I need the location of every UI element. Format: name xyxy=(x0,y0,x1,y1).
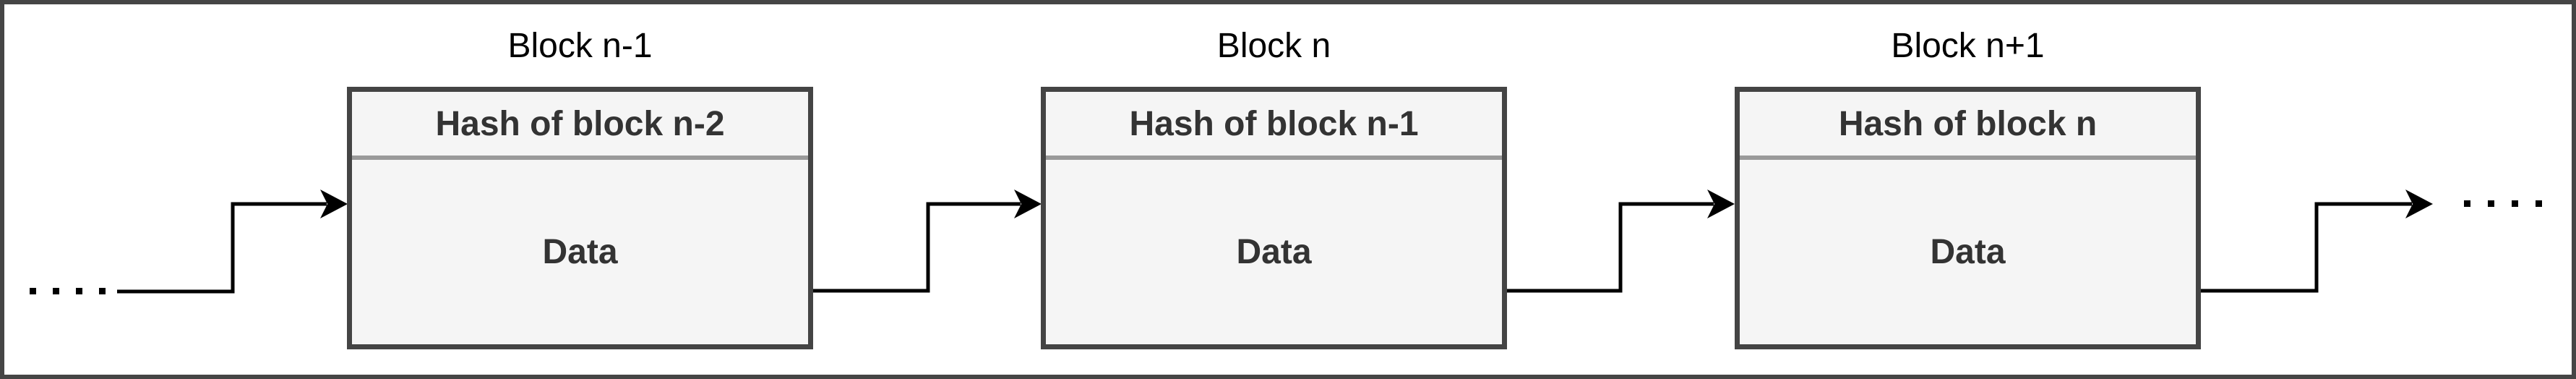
block-hash-header: Hash of block n-2 xyxy=(352,92,808,160)
connector-arrow-n-1-to-n xyxy=(813,190,1042,293)
arrowhead-icon xyxy=(1014,190,1042,218)
block-title-n-plus-1: Block n+1 xyxy=(1891,27,2045,65)
block-hash-header: Hash of block n-1 xyxy=(1046,92,1502,160)
block-title-n-1: Block n-1 xyxy=(507,27,653,65)
connector-arrow-into-block-n-1 xyxy=(117,190,348,294)
ellipsis-dots-right-icon xyxy=(2464,200,2542,207)
block-n-plus-1: Hash of block n Data xyxy=(1735,87,2201,349)
block-data-body: Data xyxy=(1236,233,1312,271)
block-data-body: Data xyxy=(542,233,618,271)
block-data-body: Data xyxy=(1930,233,2006,271)
block-title-n: Block n xyxy=(1216,27,1331,65)
block-n: Hash of block n-1 Data xyxy=(1041,87,1507,349)
block-hash-header: Hash of block n xyxy=(1740,92,2196,160)
connector-arrow-out-of-block-n-plus-1 xyxy=(2201,190,2433,293)
arrowhead-icon xyxy=(2405,190,2433,218)
connector-arrow-n-to-n-plus-1 xyxy=(1505,190,1735,293)
arrowhead-icon xyxy=(1707,190,1735,218)
arrowhead-icon xyxy=(320,190,348,218)
ellipsis-dots-left-icon xyxy=(30,288,106,294)
block-n-1: Hash of block n-2 Data xyxy=(347,87,813,349)
